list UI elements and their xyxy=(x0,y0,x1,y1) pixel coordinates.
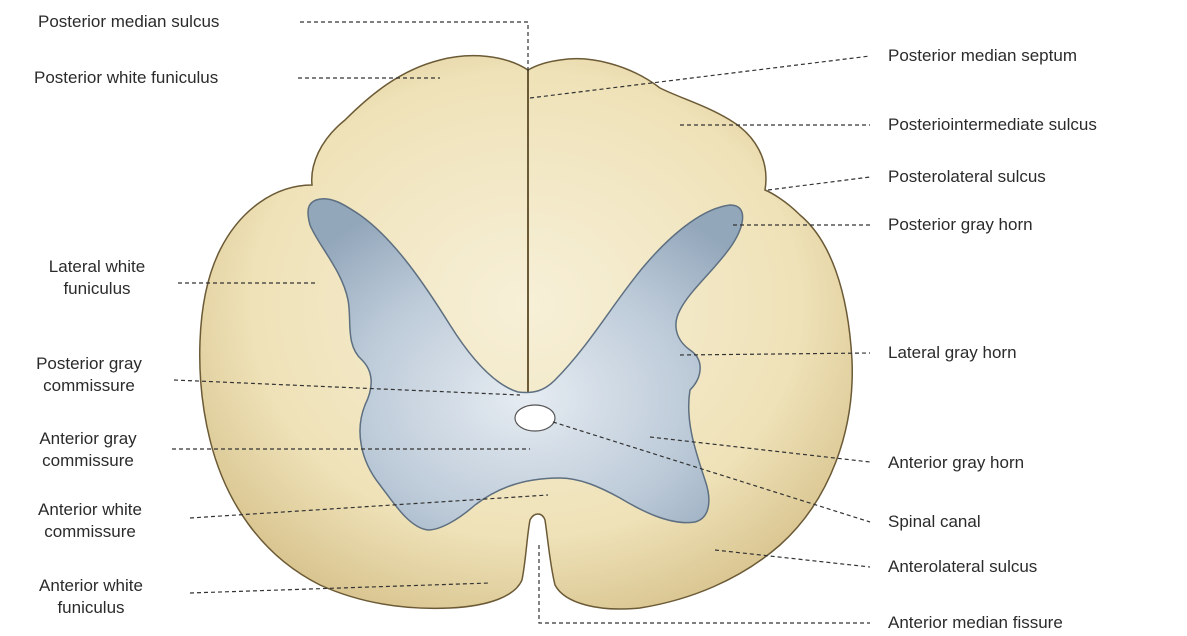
label-anterior-white-commissure-line1: Anterior white xyxy=(38,499,142,521)
label-anterior-gray-commissure: Anterior gray commissure xyxy=(39,428,136,472)
label-lateral-white-funiculus: Lateral white funiculus xyxy=(49,256,145,300)
label-anterior-median-fissure: Anterior median fissure xyxy=(888,612,1063,634)
label-posterolateral-sulcus: Posterolateral sulcus xyxy=(888,166,1046,188)
label-spinal-canal: Spinal canal xyxy=(888,511,981,533)
label-anterior-white-funiculus: Anterior white funiculus xyxy=(39,575,143,619)
label-anterior-white-funiculus-line2: funiculus xyxy=(39,597,143,619)
label-posteriointermediate-sulcus: Posteriointermediate sulcus xyxy=(888,114,1097,136)
label-lateral-white-funiculus-line1: Lateral white xyxy=(49,256,145,278)
label-anterior-white-funiculus-line1: Anterior white xyxy=(39,575,143,597)
label-posterior-gray-commissure-line1: Posterior gray xyxy=(36,353,142,375)
leader-posterolateral-sulcus xyxy=(768,177,870,190)
label-anterior-gray-commissure-line1: Anterior gray xyxy=(39,428,136,450)
spinal-canal xyxy=(515,405,555,431)
label-anterolateral-sulcus: Anterolateral sulcus xyxy=(888,556,1037,578)
label-anterior-gray-commissure-line2: commissure xyxy=(39,450,136,472)
label-lateral-gray-horn: Lateral gray horn xyxy=(888,342,1017,364)
white-matter xyxy=(200,56,852,609)
label-posterior-white-funiculus: Posterior white funiculus xyxy=(34,67,218,89)
label-anterior-white-commissure-line2: commissure xyxy=(38,521,142,543)
label-anterior-white-commissure: Anterior white commissure xyxy=(38,499,142,543)
label-posterior-gray-commissure: Posterior gray commissure xyxy=(36,353,142,397)
label-lateral-white-funiculus-line2: funiculus xyxy=(49,278,145,300)
label-anterior-gray-horn: Anterior gray horn xyxy=(888,452,1024,474)
label-posterior-median-septum: Posterior median septum xyxy=(888,45,1077,67)
label-posterior-median-sulcus: Posterior median sulcus xyxy=(38,11,219,33)
label-posterior-gray-horn: Posterior gray horn xyxy=(888,214,1033,236)
label-posterior-gray-commissure-line2: commissure xyxy=(36,375,142,397)
